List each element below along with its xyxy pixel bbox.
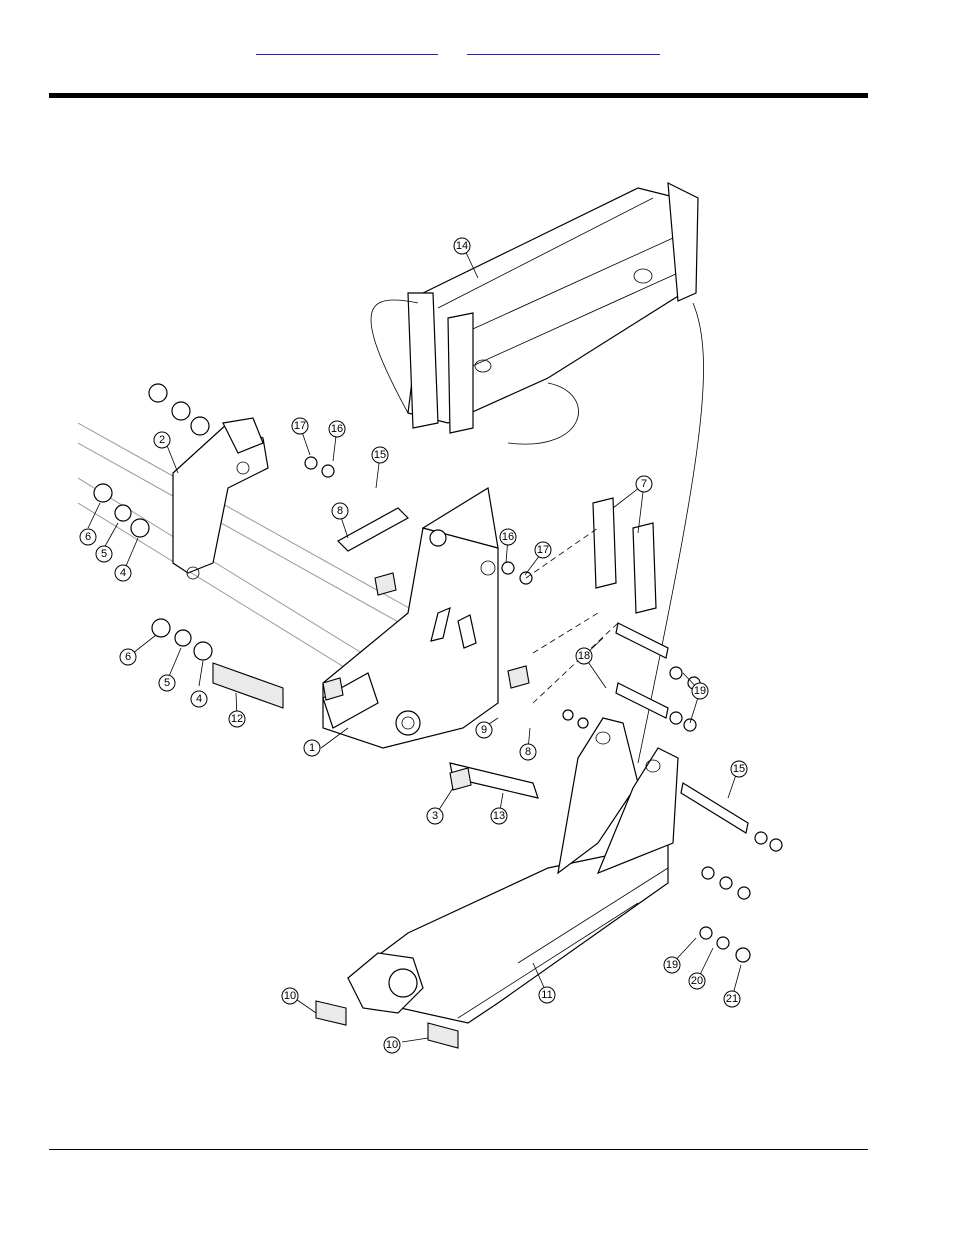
svg-text:13: 13 <box>493 810 505 822</box>
svg-text:21: 21 <box>726 993 738 1005</box>
exploded-parts-diagram: 1 2 3 4 4 5 5 6 6 7 8 8 9 10 10 11 12 13… <box>78 143 798 1076</box>
svg-text:5: 5 <box>101 548 107 560</box>
svg-text:18: 18 <box>578 650 590 662</box>
svg-text:8: 8 <box>525 746 531 758</box>
svg-text:6: 6 <box>85 531 91 543</box>
dashed-assembly-lines <box>525 527 619 704</box>
svg-text:12: 12 <box>231 713 243 725</box>
svg-text:17: 17 <box>537 544 549 556</box>
callout-1: 1 <box>303 739 321 757</box>
svg-text:8: 8 <box>337 505 343 517</box>
callout-2: 2 <box>153 431 171 449</box>
svg-text:16: 16 <box>502 531 514 543</box>
svg-text:14: 14 <box>456 240 468 252</box>
callout-8: 8 <box>519 743 537 761</box>
svg-text:9: 9 <box>481 724 487 736</box>
svg-text:11: 11 <box>541 989 552 1001</box>
svg-text:16: 16 <box>331 423 343 435</box>
callout-16: 16 <box>499 528 517 546</box>
callout-12: 12 <box>228 710 246 728</box>
part-14-cylinder-mount <box>407 181 699 434</box>
svg-text:3: 3 <box>432 810 438 822</box>
callout-6: 6 <box>119 648 137 666</box>
callout-19: 19 <box>663 956 681 974</box>
part-11-lower-arm <box>347 842 669 1024</box>
header-link-2[interactable] <box>467 38 660 55</box>
callout-19: 19 <box>691 682 709 700</box>
callout-16: 16 <box>328 420 346 438</box>
hardware-items <box>93 383 783 1049</box>
part-2-front-bracket <box>172 417 269 580</box>
callout-15: 15 <box>730 760 748 778</box>
callout-10: 10 <box>383 1036 401 1054</box>
callout-9: 9 <box>475 721 493 739</box>
svg-text:17: 17 <box>294 420 306 432</box>
svg-text:15: 15 <box>733 763 745 775</box>
svg-text:4: 4 <box>120 567 126 579</box>
svg-text:19: 19 <box>666 959 678 971</box>
callout-6: 6 <box>79 528 97 546</box>
part-7-spacer-blocks <box>592 497 657 614</box>
part-1-main-weldment <box>322 487 499 749</box>
callout-17: 17 <box>291 417 309 435</box>
callout-20: 20 <box>688 972 706 990</box>
svg-text:10: 10 <box>284 990 296 1002</box>
bottom-rule <box>49 1149 868 1150</box>
callout-4: 4 <box>190 690 208 708</box>
svg-text:6: 6 <box>125 651 131 663</box>
diagram-svg: 1 2 3 4 4 5 5 6 6 7 8 8 9 10 10 11 12 13… <box>78 181 783 1054</box>
callout-14: 14 <box>453 237 471 255</box>
callout-11: 11 <box>538 986 556 1004</box>
svg-text:20: 20 <box>691 975 703 987</box>
svg-text:2: 2 <box>159 434 165 446</box>
svg-text:1: 1 <box>309 742 315 754</box>
callout-5: 5 <box>95 545 113 563</box>
top-rule <box>49 93 868 98</box>
svg-text:5: 5 <box>164 677 170 689</box>
part-rear-upright <box>557 717 679 875</box>
svg-text:7: 7 <box>641 478 647 490</box>
svg-text:10: 10 <box>386 1039 398 1051</box>
svg-text:4: 4 <box>196 693 202 705</box>
callout-10: 10 <box>281 987 299 1005</box>
svg-text:19: 19 <box>694 685 706 697</box>
svg-text:15: 15 <box>374 449 386 461</box>
callout-21: 21 <box>723 990 741 1008</box>
callout-3: 3 <box>426 807 444 825</box>
callout-4: 4 <box>114 564 132 582</box>
callout-18: 18 <box>575 647 593 665</box>
callout-7: 7 <box>635 475 653 493</box>
callout-8: 8 <box>331 502 349 520</box>
header-link-1[interactable] <box>256 38 438 55</box>
callout-17: 17 <box>534 541 552 559</box>
callout-15: 15 <box>371 446 389 464</box>
callout-13: 13 <box>490 807 508 825</box>
callout-5: 5 <box>158 674 176 692</box>
